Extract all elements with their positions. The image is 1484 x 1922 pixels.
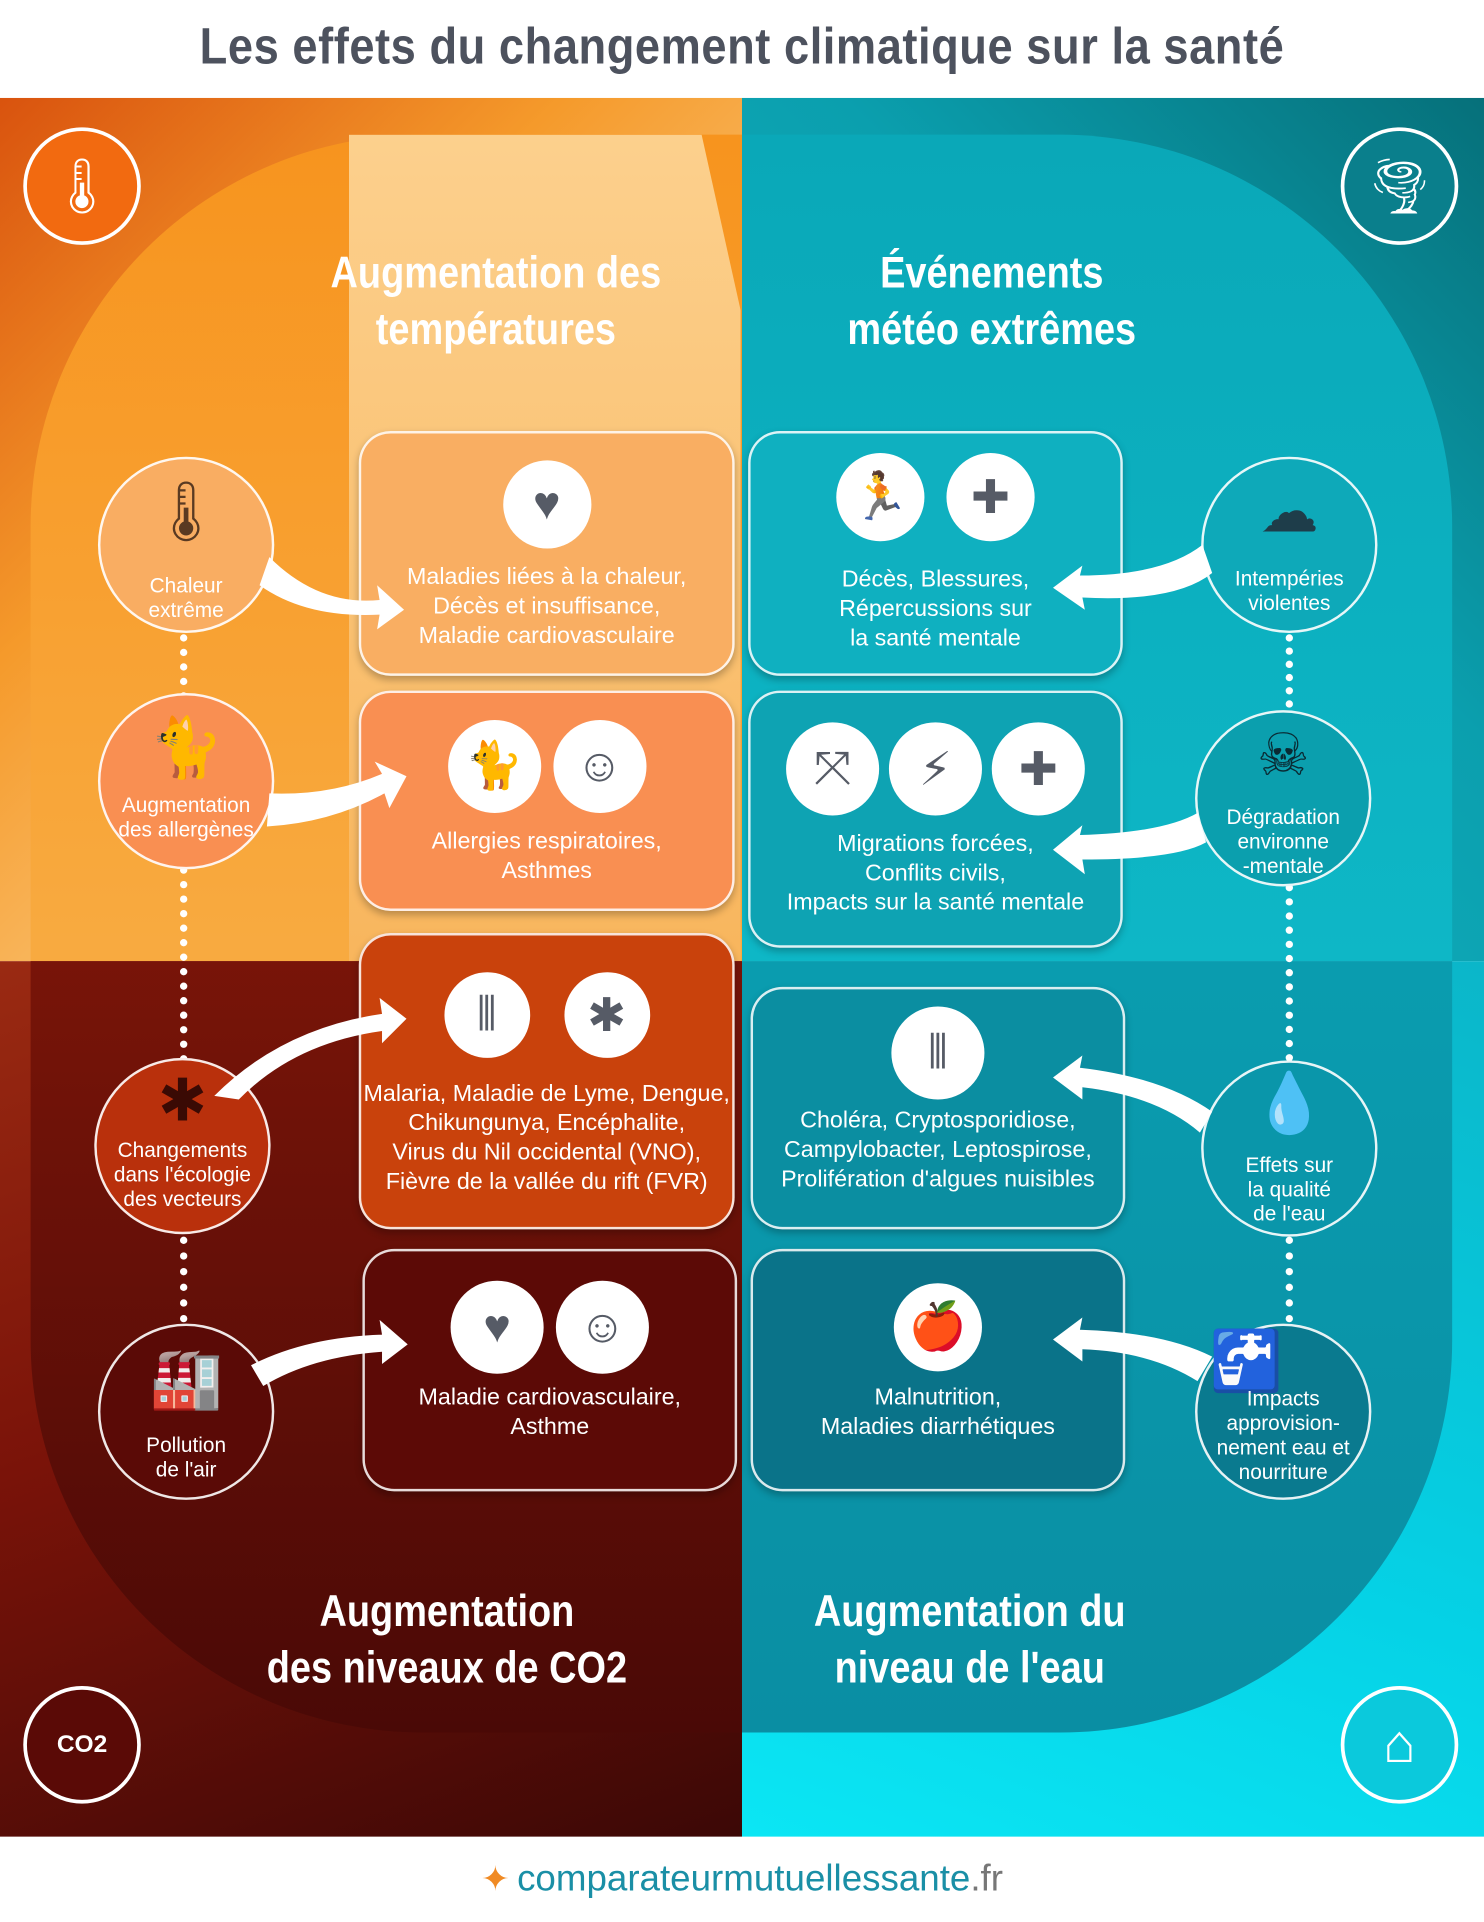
effect-box-water-diseases: ⦀ Choléra, Cryptosporidiose,Campylobacte… <box>750 986 1126 1230</box>
heart-pulse-icon: ♥ <box>450 1280 544 1374</box>
effect-box-pollution: ♥☺ Maladie cardiovasculaire,Asthme <box>362 1248 738 1492</box>
factory-icon: 🏭 <box>149 1346 223 1412</box>
dotted-connector-right <box>1285 634 1293 708</box>
effect-box-malnutrition: 🍎 Malnutrition,Maladies diarrhétiques <box>750 1248 1126 1492</box>
effect-box-migrations: ⤧⚡✚ Migrations forcées,Conflits civils,I… <box>748 690 1123 948</box>
bacteria-icon: ⦀ <box>891 1006 985 1100</box>
tornado-icon: 🌪 <box>1340 127 1459 245</box>
mental-health-icon: ✚ <box>991 722 1085 816</box>
arrow-right-icon <box>259 557 405 630</box>
mosquito-icon: ✱ <box>563 972 650 1058</box>
mental-health-icon: ✚ <box>946 453 1035 542</box>
conflict-icon: ⚡ <box>888 722 982 816</box>
water-drop-icon: 💧 <box>1252 1071 1326 1137</box>
arrow-left-icon <box>1053 1055 1213 1133</box>
thermometer-icon: 🌡 <box>148 479 224 545</box>
dotted-connector-left <box>179 1236 188 1323</box>
arrow-left-icon <box>1053 1317 1213 1382</box>
arrow-right-icon <box>251 1319 408 1387</box>
effect-box-allergies: 🐈☺ Allergies respiratoires,Asthmes <box>358 690 735 911</box>
faucet-icon: 🚰 <box>1209 1329 1284 1395</box>
inhaler-icon: ☺ <box>552 719 646 814</box>
page-title: Les effets du changement climatique sur … <box>199 17 1285 75</box>
allergens-icon: 🐈 <box>447 719 541 814</box>
arrow-left-icon <box>1053 544 1213 610</box>
heart-pulse-icon: ♥ <box>502 460 591 549</box>
thermometer-snowflake-icon: 🌡 <box>23 127 141 245</box>
effect-box-heat: ♥ Maladies liées à la chaleur,Décès et i… <box>358 430 735 676</box>
footer-brand[interactable]: ✦comparateurmutuellessante.fr <box>480 1858 1004 1900</box>
mosquito-icon: ✱ <box>157 1068 208 1134</box>
effect-box-vectors: ⦀✱ Malaria, Maladie de Lyme, Dengue,Chik… <box>358 933 735 1230</box>
migration-icon: ⤧ <box>786 722 880 816</box>
co2-cloud-icon: CO2 <box>23 1686 141 1804</box>
arrow-right-icon <box>266 761 407 827</box>
arrow-left-icon <box>1053 813 1207 875</box>
bacteria-icon: ⦀ <box>443 972 530 1058</box>
inhaler-icon: ☺ <box>555 1280 649 1374</box>
apple-icon: 🍎 <box>893 1283 982 1372</box>
storm-icon: ☁ <box>1259 479 1319 545</box>
falling-person-icon: 🏃 <box>836 453 925 542</box>
dotted-connector-right <box>1285 884 1293 1062</box>
dotted-connector-right <box>1285 1236 1293 1323</box>
brand-logo-icon: ✦ <box>480 1859 510 1898</box>
arrow-right-icon <box>214 997 407 1100</box>
flooded-house-icon: ⌂ <box>1340 1686 1459 1804</box>
skull-earth-icon: ☠ <box>1256 723 1310 789</box>
allergens-icon: 🐈 <box>149 716 223 782</box>
